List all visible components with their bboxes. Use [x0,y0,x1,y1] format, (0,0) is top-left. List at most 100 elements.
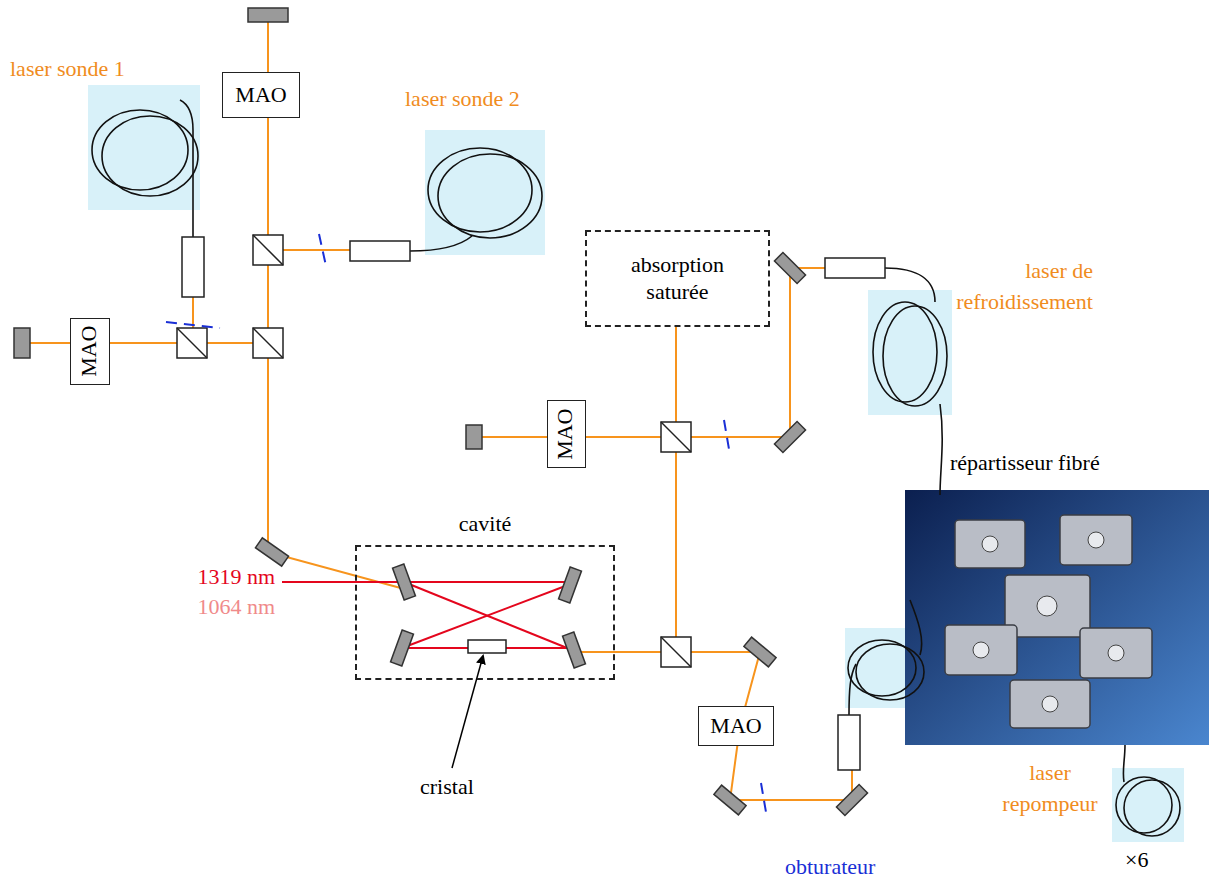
fiber-splitter-picture [973,532,1124,712]
modulator-box: MAO [547,400,586,468]
laser-name: laser de refroidissement [906,256,1093,318]
fiber-coil-background [88,85,1184,842]
fiber-splitter-picture [905,490,1209,745]
optical-fiber [102,116,198,196]
fiber-coil-background [88,85,200,210]
laser-beam [22,22,852,800]
fiber-splitter-picture [945,625,1017,675]
optical-fiber [940,404,942,495]
wavelength-label: 1319 nm [150,562,275,593]
optical-fiber [180,100,193,237]
fiber-splitter-picture [1005,575,1090,637]
modulator-box: MAO [698,706,774,746]
fiber-splitter-picture [1108,645,1124,661]
wave-plate [319,234,326,266]
mirror [774,421,805,452]
box-heading: cavité [357,511,613,537]
fiber-coil-background [1112,768,1184,842]
optical-fiber [438,154,542,238]
modulator-box: MAO [222,72,300,118]
beam-splitter-cube [253,328,283,358]
optical-fiber [410,236,472,251]
wave-plate [166,234,767,818]
component-name: obturateur [785,852,875,883]
beam-splitter-cube [253,328,283,358]
wavelength-label: 1064 nm [150,592,275,623]
wave-plate [761,783,767,818]
component-name: répartisseur fibré [950,448,1100,479]
box-label: MAO [235,82,286,108]
beam-splitter-cube [661,422,691,452]
component-name: cristal [420,772,474,803]
fiber-collimator [825,258,885,278]
fiber-splitter-picture [1088,532,1104,548]
laser-beam [578,652,852,800]
infrared-beam [282,581,568,583]
fiber-splitter-picture [1010,680,1090,728]
saturated-absorption-box: absorption saturée [585,230,770,327]
optical-fiber [848,640,916,696]
fiber-splitter-picture [1037,596,1057,616]
optical-fiber [910,600,922,655]
wave-plate [166,322,220,328]
mirror [393,564,416,600]
mirror [255,538,288,566]
fiber-splitter-picture [945,515,1152,728]
box-label: MAO [553,408,579,459]
beam-splitter-cube [177,328,207,358]
fiber-splitter-picture [973,642,989,658]
beam-splitter-cube [253,235,283,265]
mirror [255,252,867,815]
optical-fiber [883,306,947,406]
optical-fiber [92,110,188,190]
box-label: MAO [710,713,761,739]
beam-splitter-cube [661,637,691,667]
laser-beam [675,327,677,652]
laser-beam [22,342,268,344]
optical-fiber [1124,780,1180,836]
infrared-beam [402,585,568,648]
infrared-beam [282,582,572,650]
beam-splitter-cube [253,235,283,265]
mirror [559,567,582,603]
mirror [744,637,776,667]
wave-plate [724,420,730,455]
fiber-splitter-picture [982,536,998,552]
optical-fiber [849,664,856,715]
cavity-box: cavité [355,545,615,680]
optical-fiber [1123,745,1125,782]
laser-name: laser sonde 2 [405,84,520,115]
box-label: MAO [77,326,103,377]
beam-dump [466,425,482,449]
fiber-splitter-picture [1042,696,1058,712]
fiber-coil-background [868,290,952,415]
count-label: ×6 [1125,845,1148,876]
beam-dump [14,328,30,358]
fiber-collimator [350,241,410,261]
optical-fiber [92,100,1180,836]
leader-arrow [452,656,483,768]
box-label: absorption saturée [603,252,753,305]
fiber-splitter-picture [905,490,1209,745]
fiber-splitter-picture [1080,628,1152,678]
mirror [714,785,746,815]
mirror [774,252,805,283]
fiber-collimator [182,237,885,770]
fiber-coil-background [425,130,545,255]
optical-fiber [428,148,532,232]
beam-dump [248,8,288,22]
mirror [391,630,414,666]
beam-splitter-cube [177,328,207,358]
fiber-splitter-picture [1060,515,1132,565]
beam-splitter-cube [661,422,691,452]
laser-name: laser repompeur [993,758,1107,820]
mirror [563,632,586,668]
mirror [836,784,867,815]
optical-fiber [885,268,935,302]
fiber-collimator [838,715,860,770]
crystal [468,640,506,653]
modulator-box: MAO [70,318,110,385]
beam-splitter-cube [661,637,691,667]
fiber-splitter-picture [955,520,1025,568]
